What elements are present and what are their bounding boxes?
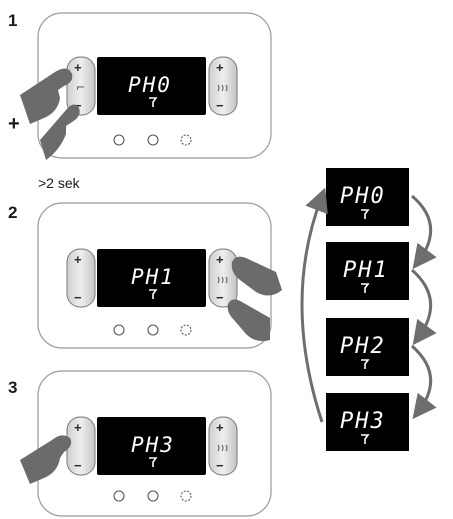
hand-pointer-icon (20, 68, 73, 124)
hand-pointer-icon (40, 104, 80, 160)
cycle-arrow (411, 268, 437, 346)
hand-pointer-icon (227, 299, 270, 342)
minus-sign: − (74, 290, 82, 305)
left-button[interactable]: + − (66, 416, 96, 476)
power-icon[interactable] (113, 490, 125, 502)
clock-icon[interactable] (147, 490, 159, 502)
minus-sign: − (74, 98, 82, 113)
minus-sign: − (216, 98, 224, 113)
cycle-display-ph0 (326, 168, 409, 226)
faucet-icon (149, 289, 158, 299)
hand-pointer-icon (20, 435, 72, 484)
cycle-display-text: PH3 (340, 409, 386, 434)
cycle-arrow (411, 344, 437, 420)
faucet-icon (149, 97, 158, 107)
step-number-1: 1 (8, 11, 17, 30)
display-text: PH1 (131, 265, 175, 289)
step-2: 2 + − PH1 + − (8, 202, 282, 349)
minus-sign: − (216, 458, 224, 473)
right-button[interactable]: + − (208, 248, 238, 308)
lcd-display (97, 249, 206, 307)
faucet-icon (361, 359, 370, 369)
radiator-icon (217, 444, 228, 452)
cycle-display-ph1 (326, 242, 409, 300)
plus-sign: + (74, 252, 82, 267)
cycle-return-arrow (300, 187, 328, 423)
clock-icon[interactable] (147, 134, 159, 146)
right-button[interactable]: + − (208, 56, 238, 116)
plus-sign: + (216, 60, 224, 75)
cycle-display-text: PH2 (340, 334, 386, 359)
plus-sign: + (74, 420, 82, 435)
power-icon[interactable] (113, 324, 125, 336)
minus-sign: − (216, 290, 224, 305)
plus-sign: + (216, 252, 224, 267)
hand-pointer-icon (231, 256, 282, 296)
gear-icon[interactable] (180, 324, 192, 336)
lcd-display (97, 57, 206, 115)
right-button[interactable]: + − (208, 416, 238, 476)
step-number-2: 2 (8, 203, 17, 222)
display-text: PH3 (131, 433, 175, 457)
faucet-icon (149, 457, 158, 467)
hold-duration-label: >2 sek (38, 175, 81, 191)
faucet-icon (361, 209, 370, 219)
radiator-icon (217, 276, 228, 284)
cycle-display-ph3 (326, 393, 409, 451)
left-button[interactable]: + − (66, 248, 96, 308)
cycle-display-text: PH0 (340, 184, 386, 209)
plus-sign: + (216, 420, 224, 435)
lcd-display (97, 417, 206, 475)
radiator-icon (217, 84, 228, 92)
gear-icon[interactable] (180, 134, 192, 146)
faucet-icon (361, 283, 370, 293)
step-number-3: 3 (8, 378, 17, 397)
left-button[interactable]: + − ⌐ (66, 56, 96, 116)
clock-icon[interactable] (147, 324, 159, 336)
cycle-arrow (411, 194, 437, 270)
cycle-display-ph2 (326, 318, 409, 376)
faucet-icon (361, 434, 370, 444)
cycle-sequence: PH0 PH1 PH2 PH3 (300, 168, 437, 451)
display-text: PH0 (128, 73, 172, 97)
minus-sign: − (74, 458, 82, 473)
step-1: 1 + − ⌐ PH0 + − + >2 sek (8, 11, 272, 191)
combo-plus: + (8, 113, 20, 135)
power-icon[interactable] (113, 134, 125, 146)
step-3: 3 + − PH3 + − (8, 370, 272, 517)
plus-sign: + (74, 60, 82, 75)
cycle-display-text: PH1 (343, 258, 389, 283)
gear-icon[interactable] (180, 490, 192, 502)
faucet-icon: ⌐ (76, 81, 85, 94)
